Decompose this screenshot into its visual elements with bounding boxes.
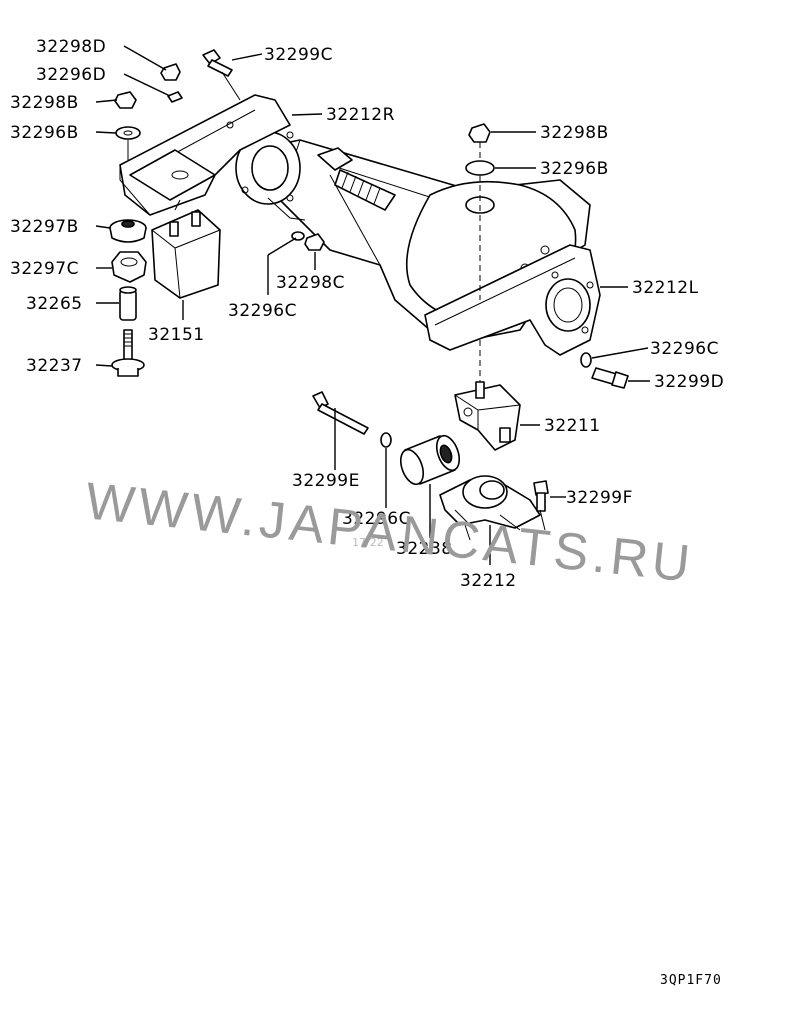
label-32237: 32237: [26, 356, 83, 376]
label-32298D: 32298D: [36, 37, 106, 57]
bolt-32299D: [591, 367, 629, 389]
nut-32298B-left: [114, 91, 137, 109]
bracket-32212R: [119, 94, 291, 216]
label-32211: 32211: [544, 416, 601, 436]
washer-32296C-right: [580, 352, 592, 368]
bolt-32299C: [202, 49, 233, 77]
label-32296B-right: 32296B: [540, 159, 609, 179]
assembly-lines: [127, 71, 546, 541]
label-32298B-left: 32298B: [10, 93, 79, 113]
washer-32296B-left: [115, 126, 141, 140]
label-32212: 32212: [460, 571, 517, 591]
label-32238: 32238: [396, 539, 453, 559]
label-32297B: 32297B: [10, 217, 79, 237]
bolt-32299E: [312, 391, 369, 435]
bracket-32212L: [424, 244, 601, 356]
label-32299E: 32299E: [292, 471, 360, 491]
label-32296C-top: 32296C: [228, 301, 297, 321]
bracket-32212: [439, 475, 541, 531]
label-32212R: 32212R: [326, 105, 395, 125]
faint-label: 17/22: [352, 536, 384, 549]
bolt-32299F: [533, 480, 549, 512]
nut-32298B-right: [468, 123, 491, 143]
label-32298C: 32298C: [276, 273, 345, 293]
bolt-32237: [111, 329, 145, 377]
label-32296C-right: 32296C: [650, 339, 719, 359]
label-32265: 32265: [26, 294, 83, 314]
damper-32151: [151, 209, 221, 299]
label-32299F: 32299F: [566, 488, 633, 508]
mount-32211: [454, 381, 521, 451]
washer-32296D: [167, 91, 183, 103]
washer-32296C-bottom: [380, 432, 392, 448]
spacer-32265: [119, 286, 137, 321]
label-32298B-right: 32298B: [540, 123, 609, 143]
washer-32296B-right: [465, 160, 495, 176]
bushing-32238: [399, 434, 461, 486]
nut-32298D: [160, 63, 181, 81]
nut-32298C: [304, 233, 325, 251]
leader-lines: [95, 45, 650, 565]
label-32296C-bottom: 32296C: [342, 509, 411, 529]
label-32151: 32151: [148, 325, 205, 345]
label-32212L: 32212L: [632, 278, 699, 298]
label-32299C: 32299C: [264, 45, 333, 65]
part-labels: 32298D 32296D 32298B 32296B 32297B 32297…: [10, 37, 724, 591]
label-32299D: 32299D: [654, 372, 724, 392]
label-32296B-left: 32296B: [10, 123, 79, 143]
insulator-32297C: [111, 251, 147, 283]
insulator-32297B: [109, 219, 147, 243]
label-32297C: 32297C: [10, 259, 79, 279]
label-32296D: 32296D: [36, 65, 106, 85]
diagram-code: 3QP1F70: [660, 973, 722, 988]
